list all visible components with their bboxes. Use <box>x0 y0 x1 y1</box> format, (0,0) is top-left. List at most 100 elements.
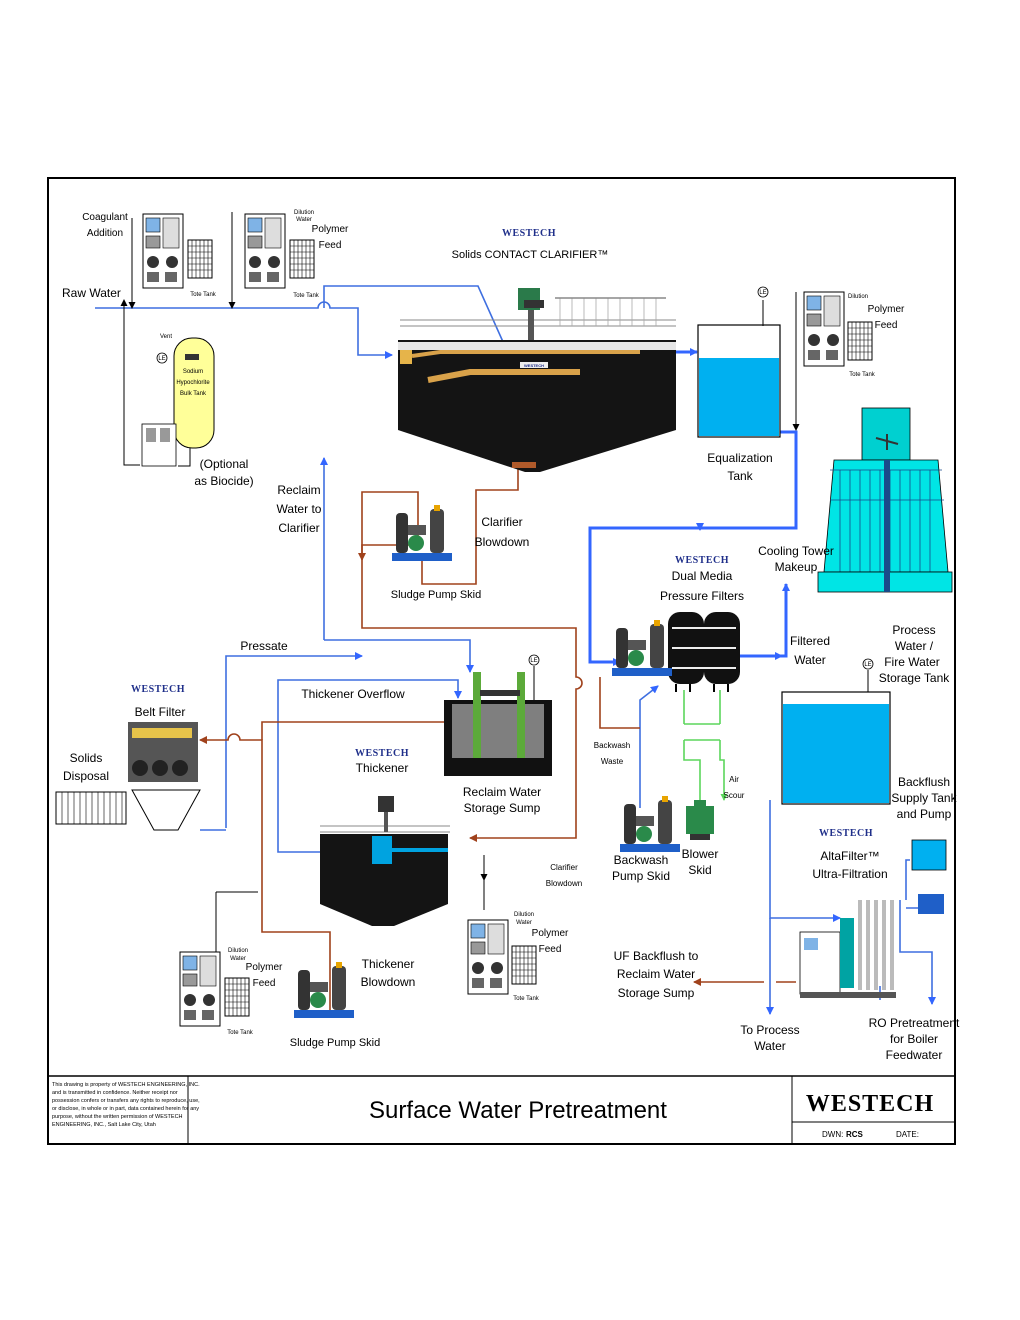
date-label: DATE: <box>896 1130 919 1139</box>
process-le-label: LE <box>864 662 871 668</box>
biocide-label-2: as Biocide) <box>194 474 253 488</box>
dwn-value: RCS <box>846 1130 864 1139</box>
thickener-blowdown-2: Blowdown <box>361 975 416 989</box>
air-scour-2: Scour <box>724 791 745 800</box>
notice-line-2: and is transmitted in confidence. Neithe… <box>52 1090 178 1096</box>
notice-line-5: purpose, without the written permission … <box>52 1114 183 1120</box>
air-scour-1: Air <box>729 775 739 784</box>
thickener-blowdown-1: Thickener <box>362 957 415 971</box>
tote-tank-label-2: Tote Tank <box>293 293 320 299</box>
hypo-label-3: Bulk Tank <box>180 391 207 397</box>
clarifier-blowdown-label-2: Blowdown <box>475 535 530 549</box>
vent-label: Vent <box>160 334 172 340</box>
backflush-label-1: Backflush <box>898 775 950 789</box>
backflush-label-2: Supply Tank <box>891 791 957 805</box>
backwash-skid-2: Pump Skid <box>612 869 670 883</box>
title-block: This drawing is property of WESTECH ENGI… <box>47 1075 956 1145</box>
tank-label: Tank <box>727 469 753 483</box>
ro-label-3: Feedwater <box>886 1048 943 1062</box>
dwn-label: DWN: <box>822 1130 843 1139</box>
polymer-label-3: Polymer <box>532 928 569 939</box>
equalization-tank: LE Equalization Tank <box>697 286 781 483</box>
notice-line-3: possession confers or transfers any righ… <box>52 1098 200 1104</box>
solids-contact-clarifier: WESTECH Solids CONTACT CLARIFIER™ WESTEC… <box>398 228 676 472</box>
feed-label-2: Feed <box>875 320 898 331</box>
feed-label-4: Feed <box>253 978 276 989</box>
thickener: WESTECH Thickener <box>320 748 450 926</box>
alta-logo: WESTECH <box>819 828 873 839</box>
equalization-label: Equalization <box>707 451 772 465</box>
polymer-skid-1: Dilution Water Polymer Feed Tote Tank <box>244 210 349 299</box>
filtered-water-2: Water <box>794 653 826 667</box>
filters-logo: WESTECH <box>675 555 729 566</box>
backwash-skid-1: Backwash <box>614 853 669 867</box>
sludge-lines <box>199 466 796 1016</box>
drawing-title: Surface Water Pretreatment <box>369 1097 667 1124</box>
water-lines <box>95 285 936 1015</box>
polymer-skid-3: Dilution Water Polymer Feed Tote Tank <box>467 912 569 1002</box>
belt-filter-label: Belt Filter <box>135 705 186 719</box>
polymer-skid-2: Dilution Polymer Feed Tote Tank <box>803 291 905 378</box>
hypo-le-label: LE <box>158 356 165 362</box>
process-water-tank: Filtered Water LE Process Water / Fire W… <box>781 623 958 821</box>
sludge-pump-skid-1: Sludge Pump Skid Clarifier Blowdown <box>391 505 530 601</box>
reclaim-to-clarifier-3: Clarifier <box>278 521 319 535</box>
air-lines <box>683 690 728 801</box>
uf-backflush-2: Reclaim Water <box>617 967 695 981</box>
process-tank-3: Fire Water <box>884 655 940 669</box>
polymer-label: Polymer <box>312 224 349 235</box>
backflush-label-3: and Pump <box>897 807 952 821</box>
blower-skid: Blower Skid <box>682 800 718 877</box>
cooling-tower: Cooling Tower Makeup <box>758 407 953 593</box>
notice-line-6: ENGINEERING, INC., Salt Lake City, Utah <box>52 1122 156 1128</box>
clarifier-blowdown-label-1: Clarifier <box>481 515 522 529</box>
belt-logo: WESTECH <box>131 684 185 695</box>
dilution-label-4: Dilution <box>514 912 534 918</box>
coagulant-skid: Coagulant Addition Tote Tank <box>82 212 217 298</box>
dilution-label-3: Dilution <box>848 294 868 300</box>
dilution-label-5: Water <box>516 920 532 926</box>
reclaim-to-clarifier-2: Water to <box>277 502 322 516</box>
feed-label-3: Feed <box>539 944 562 955</box>
dual-media-pressure-filters: WESTECH Dual Media Pressure Filters <box>612 555 744 692</box>
tote-tank-label: Tote Tank <box>190 292 217 298</box>
blower-label-2: Skid <box>688 863 711 877</box>
uf-backflush-3: Storage Sump <box>618 986 695 1000</box>
cooling-tower-label: Cooling Tower <box>758 544 834 558</box>
dilution-label: Dilution <box>294 210 314 216</box>
polymer-skid-4: Dilution Water Polymer Feed Tote Tank <box>179 948 283 1036</box>
drawing-border <box>47 177 956 1145</box>
to-process-1: To Process <box>740 1023 799 1037</box>
ro-label-2: for Boiler <box>890 1032 938 1046</box>
tote-tank-label-4: Tote Tank <box>513 996 540 1002</box>
altafilter-uf: WESTECH AltaFilter™ Ultra-Filtration UF … <box>614 828 960 1062</box>
dilution-label-7: Water <box>230 956 246 962</box>
ro-label-1: RO Pretreatment <box>869 1016 960 1030</box>
clarifier-plate: WESTECH <box>524 363 544 368</box>
thickener-overflow-label: Thickener Overflow <box>301 687 405 701</box>
chemical-lines <box>120 212 800 1012</box>
hypochlorite-tank: Vent LE Sodium Hypochlorite Bulk Tank (O… <box>141 334 254 488</box>
alta-label-2: Ultra-Filtration <box>812 867 887 881</box>
belt-filter: WESTECH Belt Filter Solids Disposal <box>55 684 201 831</box>
filters-label-2: Pressure Filters <box>660 589 744 603</box>
clarifier-blowdown-2-1: Clarifier <box>550 863 578 872</box>
filtered-water-1: Filtered <box>790 634 830 648</box>
clarifier-title: Solids CONTACT CLARIFIER™ <box>452 249 609 261</box>
eq-le-label: LE <box>759 290 766 296</box>
alta-label-1: AltaFilter™ <box>820 849 879 863</box>
tote-tank-label-5: Tote Tank <box>227 1030 254 1036</box>
sump-le-label: LE <box>530 658 537 664</box>
clarifier-blowdown-2-2: Blowdown <box>546 879 582 888</box>
thickener-label: Thickener <box>356 761 409 775</box>
feed-label: Feed <box>319 240 342 251</box>
notice-line-1: This drawing is property of WESTECH ENGI… <box>52 1082 200 1088</box>
raw-water-label: Raw Water <box>62 286 121 300</box>
coagulant-label-1: Coagulant <box>82 212 128 223</box>
process-tank-1: Process <box>892 623 935 637</box>
dilution-label-2: Water <box>296 217 312 223</box>
sludge-pump-skid-2: Sludge Pump Skid Thickener Blowdown <box>290 957 416 1049</box>
backwash-waste-2: Waste <box>601 757 624 766</box>
clarifier-logo: WESTECH <box>502 228 556 239</box>
